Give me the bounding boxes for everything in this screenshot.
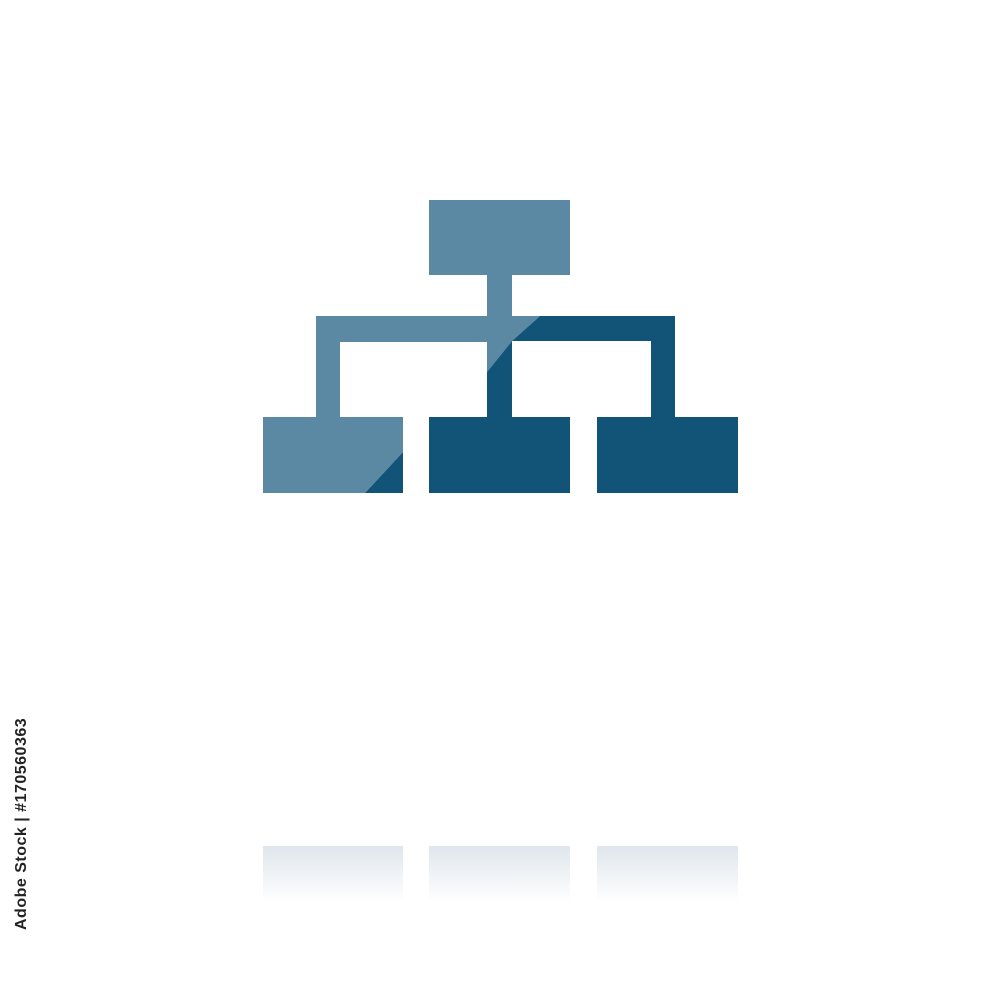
reflection-center xyxy=(429,846,570,902)
left-connector xyxy=(316,316,540,417)
right-bottom-node xyxy=(597,417,738,493)
icon-light-portion xyxy=(263,200,570,493)
right-connector xyxy=(512,316,675,417)
reflection-right xyxy=(597,846,738,902)
center-bottom-node xyxy=(429,417,570,493)
left-bottom-node-shade xyxy=(365,452,403,493)
top-node xyxy=(429,200,570,275)
left-bottom-node xyxy=(263,417,403,493)
reflection-left xyxy=(263,846,403,902)
center-drop-dark xyxy=(487,341,512,417)
stock-id-label: Adobe Stock | #170560363 xyxy=(13,717,30,930)
icon-reflection xyxy=(263,846,738,902)
icon-dark-portion xyxy=(365,316,738,493)
stem-connector xyxy=(487,275,512,316)
